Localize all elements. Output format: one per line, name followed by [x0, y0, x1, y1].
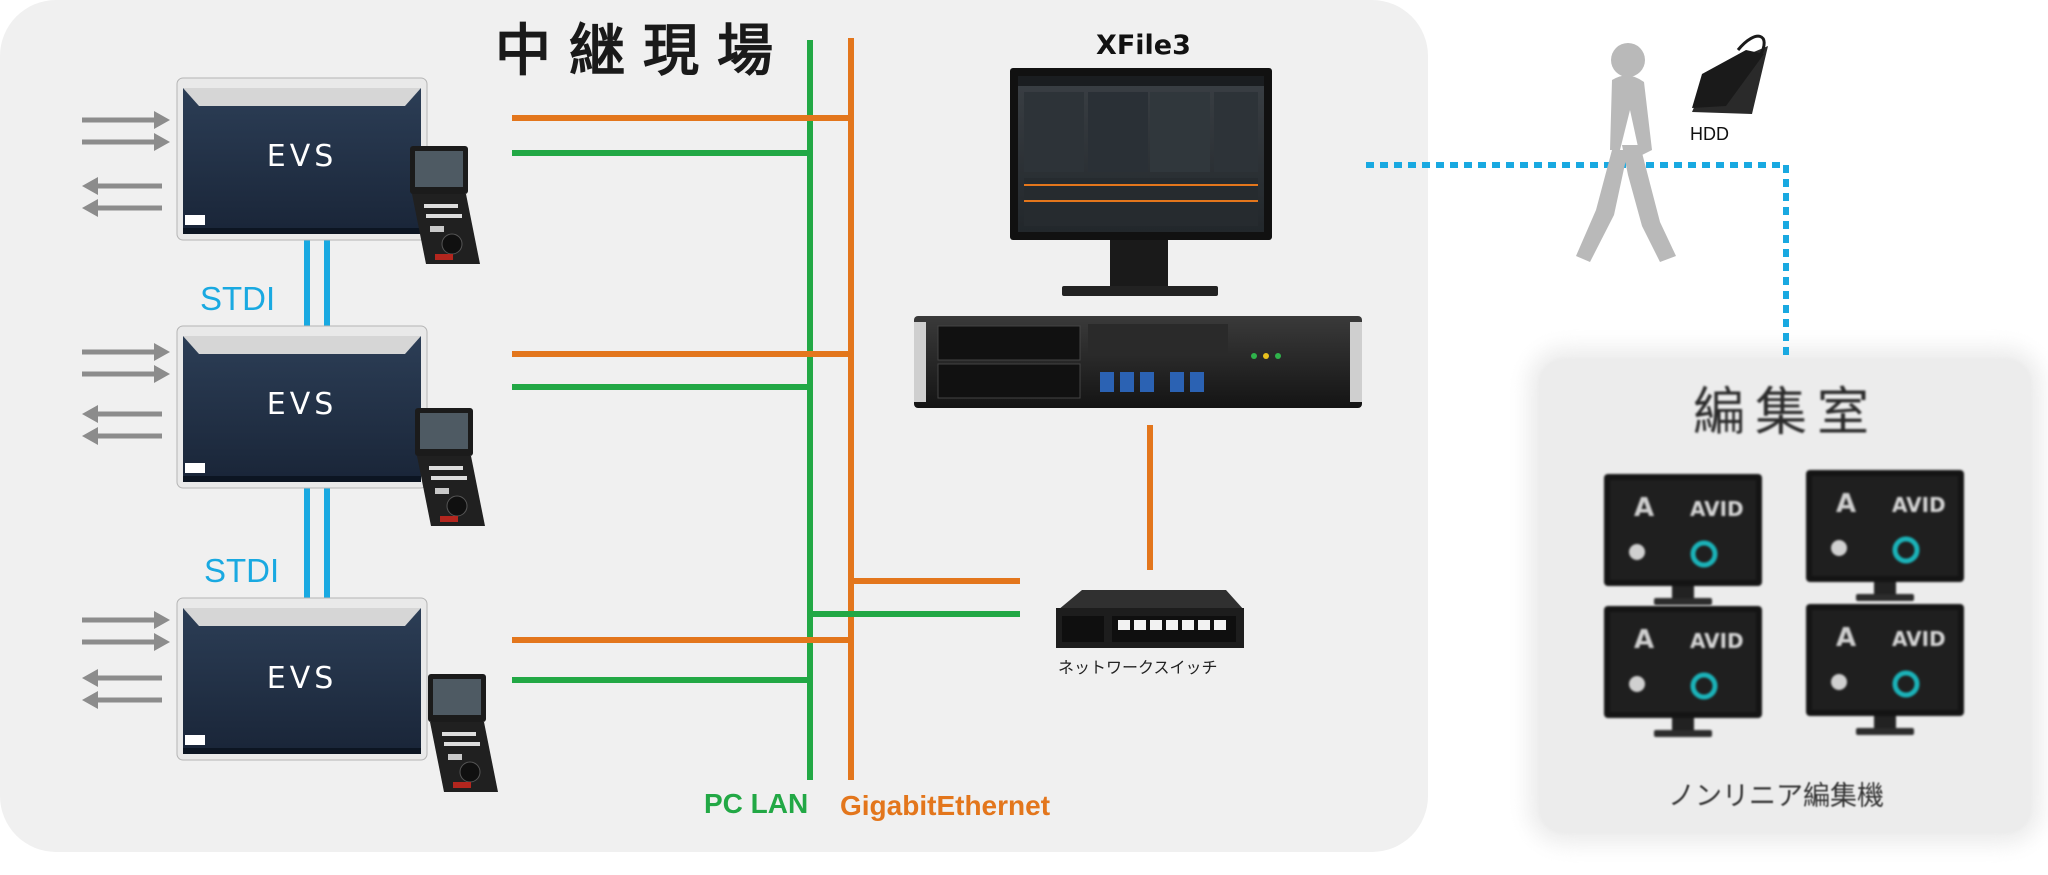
evs-server-3: EVS — [82, 597, 499, 793]
switch-label: ネットワークスイッチ — [1058, 658, 1218, 677]
nle-workstation-3 — [1604, 606, 1762, 737]
evs-logo: EVS — [267, 661, 338, 696]
site-title: 中継現場 — [495, 19, 791, 84]
gigabit-label: GigabitEthernet — [840, 790, 1051, 821]
nle-workstation-2 — [1806, 470, 1964, 601]
evs-server-1: EVS — [82, 77, 481, 265]
hdd-label: HDD — [1690, 124, 1729, 144]
editing-room-panel — [1538, 358, 2032, 834]
nle-workstation-1 — [1604, 474, 1762, 605]
stdi-label-2: STDI — [204, 552, 280, 589]
nle-caption: ノンリニア編集機 — [1668, 781, 1884, 812]
server-title: XFile3 — [1096, 30, 1191, 61]
hdd-courier-path — [1366, 162, 1789, 356]
edit-room-title: 編集室 — [1693, 383, 1880, 443]
network-switch — [1056, 590, 1244, 648]
xfile3-server — [914, 316, 1362, 408]
evs-logo: EVS — [267, 139, 338, 174]
nle-workstation-4 — [1806, 604, 1964, 735]
evs-server-2: EVS — [82, 325, 486, 527]
stdi-label-1: STDI — [200, 280, 276, 317]
xfile3-monitor — [1010, 68, 1272, 296]
evs-logo: EVS — [267, 387, 338, 422]
hdd-icon — [1692, 34, 1768, 114]
pc-lan-label: PC LAN — [704, 788, 809, 819]
courier-person-icon — [1576, 43, 1676, 262]
